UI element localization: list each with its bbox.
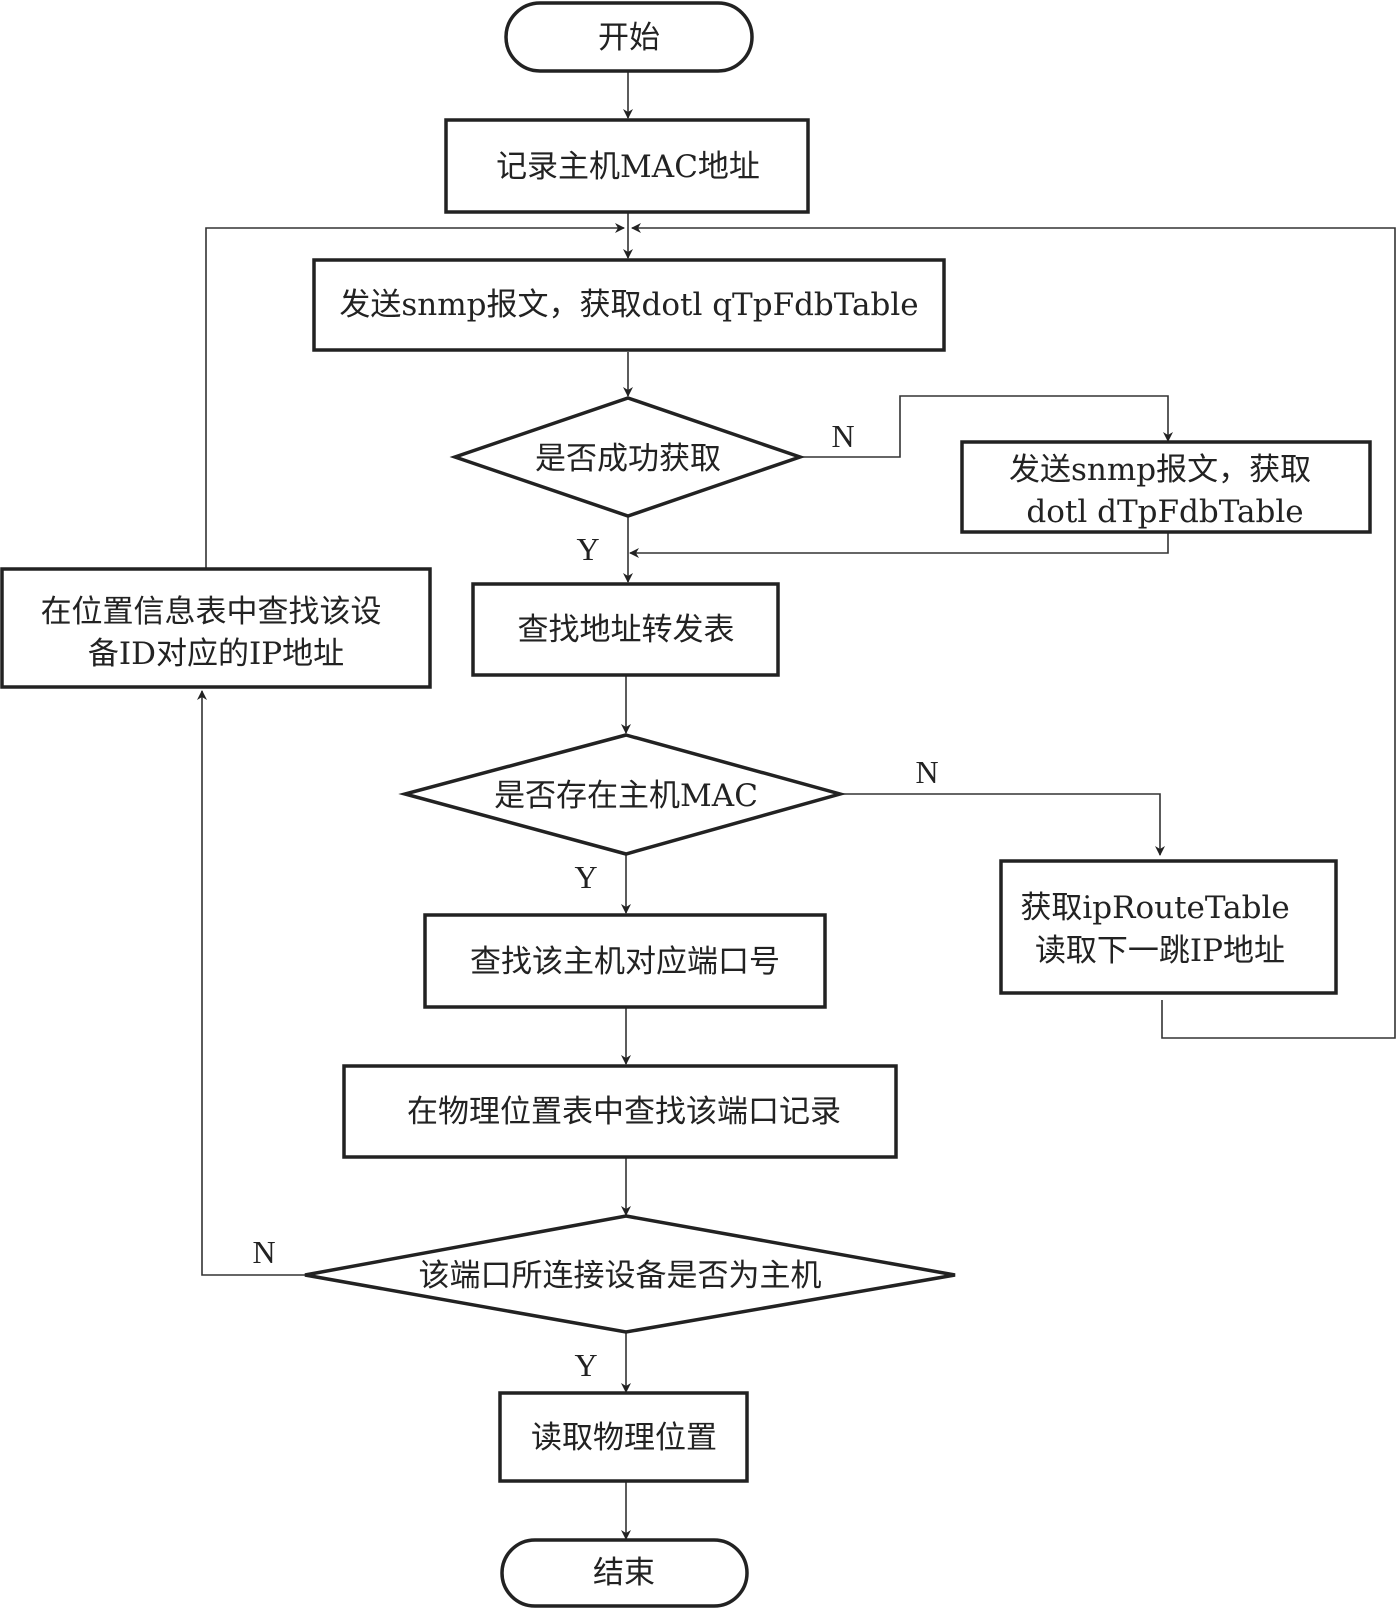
node-end: 结束 (500, 1538, 749, 1608)
process-shape (498, 1391, 749, 1483)
label-mac-yes: Y (574, 859, 597, 895)
node-get-route-text: 获取ipRouteTable 读取下一跳IP地址 (1020, 890, 1299, 969)
node-decision-success: 是否成功获取 (449, 396, 806, 518)
node-decision-is-host-text: 该端口所连接设备是否为主机 (419, 1258, 822, 1294)
node-record-mac-text: 记录主机MAC地址 (496, 149, 760, 185)
node-send-snmp-q: 发送snmp报文，获取dotl qTpFdbTable (312, 258, 946, 352)
label-success-yes: Y (576, 531, 599, 567)
decision-shape (398, 733, 847, 856)
node-decision-success-text: 是否成功获取 (535, 441, 721, 477)
edges (197, 72, 1396, 1540)
edge-decision-mac-no (840, 793, 1165, 856)
node-decision-mac-exists: 是否存在主机MAC (398, 733, 847, 856)
node-find-port-record-text: 在物理位置表中查找该端口记录 (407, 1094, 841, 1130)
node-send-snmp-q-text: 发送snmp报文，获取dotl qTpFdbTable (339, 287, 918, 323)
process-shape (342, 1064, 898, 1159)
label-mac-no: N (915, 754, 938, 790)
edge-device-ip-loop-back (205, 223, 625, 568)
label-success-no: N (831, 418, 854, 454)
node-find-port-record: 在物理位置表中查找该端口记录 (342, 1064, 898, 1159)
decision-shape (449, 396, 806, 518)
terminal-shape (504, 1, 754, 73)
edge-route-loop-back (631, 223, 1396, 1039)
node-send-snmp-d-text: 发送snmp报文，获取 dotl dTpFdbTable (1009, 452, 1321, 530)
node-send-snmp-d: 发送snmp报文，获取 dotl dTpFdbTable (960, 440, 1372, 534)
node-find-port-text: 查找该主机对应端口号 (470, 944, 780, 980)
process-shape (312, 258, 946, 352)
edge-decision-success-no (800, 395, 1173, 458)
node-find-device-ip: 在位置信息表中查找该设 备ID对应的IP地址 (0, 567, 432, 689)
node-decision-is-host: 该端口所连接设备是否为主机 (304, 1214, 956, 1334)
label-host-no: N (252, 1234, 275, 1270)
edge-labels: N Y N Y N Y (252, 418, 938, 1383)
node-get-route: 获取ipRouteTable 读取下一跳IP地址 (999, 859, 1338, 995)
node-find-device-ip-text: 在位置信息表中查找该设 备ID对应的IP地址 (41, 594, 392, 672)
process-shape (999, 859, 1338, 995)
node-record-mac: 记录主机MAC地址 (444, 118, 810, 214)
edge-decision-host-no (197, 690, 305, 1276)
node-start: 开始 (504, 1, 754, 73)
node-decision-mac-exists-text: 是否存在主机MAC (494, 778, 758, 814)
node-lookup-fdb: 查找地址转发表 (471, 582, 780, 677)
node-find-port: 查找该主机对应端口号 (423, 913, 827, 1009)
label-host-yes: Y (574, 1347, 597, 1383)
process-shape (423, 913, 827, 1009)
process-shape (444, 118, 810, 214)
node-read-location: 读取物理位置 (498, 1391, 749, 1483)
terminal-shape (500, 1538, 749, 1608)
node-read-location-text: 读取物理位置 (531, 1420, 717, 1456)
process-shape (960, 440, 1372, 534)
node-end-text: 结束 (593, 1555, 655, 1591)
process-shape (0, 567, 432, 689)
node-lookup-fdb-text: 查找地址转发表 (518, 612, 735, 648)
edge-snmp-d-to-merge (629, 533, 1169, 558)
decision-shape (304, 1214, 956, 1334)
node-start-text: 开始 (598, 20, 660, 56)
process-shape (471, 582, 780, 677)
